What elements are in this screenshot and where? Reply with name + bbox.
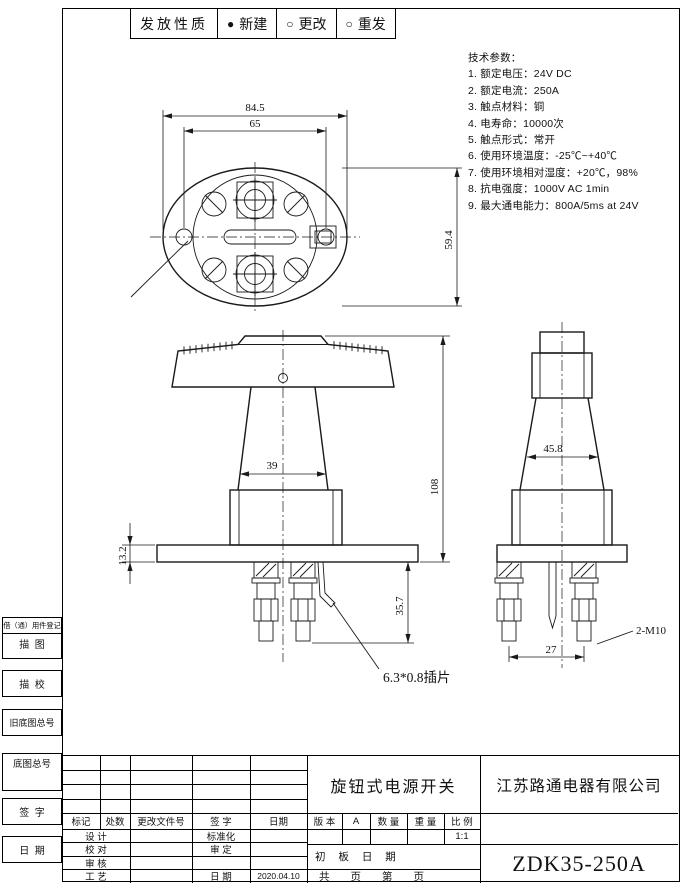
- grid-line: [62, 784, 307, 785]
- role-standard: 标准化: [206, 831, 236, 843]
- tech-params-line: 8. 抗电强度：1000V AC 1min: [468, 183, 610, 196]
- blade-terminal: [317, 561, 336, 608]
- grid-line: [100, 756, 101, 829]
- trace-check-box: 描 校: [2, 670, 62, 697]
- grid-line: [62, 799, 307, 800]
- tech-params-line: 9. 最大通电能力：800A/5ms at 24V: [468, 199, 639, 212]
- top-view: [130, 162, 360, 314]
- grid-line: [370, 813, 371, 844]
- tech-params-line: 2. 额定电流：250A: [468, 84, 560, 97]
- top-view-dimensions: 84.5 65 59.4: [162, 102, 462, 307]
- first-edition-date-label: 初 板 日 期: [315, 851, 401, 863]
- role-process: 工 艺: [85, 872, 107, 883]
- model-number: ZDK35-250A: [512, 850, 646, 876]
- rev-col-sign: 签 字: [210, 817, 232, 828]
- borrow-register-box: 借（通）用件登记: [2, 617, 62, 634]
- release-option-reissue-label: 重发: [357, 15, 386, 32]
- scale-label: 比 例: [451, 817, 473, 828]
- side-view-dimensions: 45.8 27 2-M10: [508, 443, 666, 662]
- scale-value: 1:1: [455, 831, 469, 842]
- dim-stud-length: 35.7: [394, 596, 406, 616]
- tech-params-line: 3. 触点材料：铜: [468, 101, 545, 114]
- side-right-stud: [569, 561, 599, 642]
- release-header: 发放性质 ● 新建 ○ 更改 ○ 重发: [130, 8, 396, 39]
- side-view: [494, 322, 628, 668]
- rev-col-doc-no: 更改文件号: [137, 817, 185, 828]
- dim-flange-thickness: 13.2: [117, 546, 129, 565]
- weight-label: 重 量: [414, 817, 437, 828]
- qty-label: 数 量: [377, 817, 400, 828]
- grid-line: [407, 813, 408, 844]
- title-block: 标记 处数 更改文件号 签 字 日期 设 计 校 对 审 核 工 艺 标准化 审…: [62, 755, 680, 883]
- release-label-cell: 发放性质: [131, 9, 218, 38]
- radio-filled-icon: ●: [227, 16, 235, 31]
- grid-line: [342, 813, 343, 844]
- grid-line: [444, 813, 445, 844]
- release-option-reissue: ○ 重发: [337, 9, 395, 38]
- radio-empty-icon: ○: [286, 16, 294, 31]
- release-option-new: ● 新建: [218, 9, 278, 38]
- version-label: 版 本: [313, 817, 336, 828]
- grid-line: [62, 869, 480, 870]
- tech-params: 技术参数： 1. 额定电压：24V DC 2. 额定电流：250A 3. 触点材…: [468, 50, 639, 214]
- tech-params-line: 5. 触点形式：常开: [468, 134, 556, 147]
- release-option-new-label: 新建: [239, 15, 268, 32]
- side-left-stud: [494, 561, 524, 642]
- role-design: 设 计: [85, 831, 107, 843]
- role-approve: 审 定: [210, 845, 232, 856]
- front-view-dimensions: 39 108 13.2 35.7: [117, 335, 450, 644]
- grid-line: [130, 756, 131, 883]
- role-check: 校 对: [85, 845, 107, 856]
- pages-row: 共 页 第 页: [319, 870, 424, 883]
- trace-draw-box: 描 图: [2, 633, 62, 659]
- release-label: 发放性质: [140, 15, 208, 32]
- grid-line: [62, 770, 307, 771]
- tech-params-line: 6. 使用环境温度：-25℃~+40℃: [468, 150, 618, 163]
- grid-line: [192, 756, 193, 883]
- blade-label: 6.3*0.8插片: [383, 670, 451, 685]
- release-option-change-label: 更改: [298, 15, 327, 32]
- product-name: 旋钮式电源开关: [330, 778, 457, 796]
- grid-line: [62, 829, 480, 830]
- date-box: 日 期: [2, 836, 62, 863]
- dim-height: 59.4: [443, 230, 455, 250]
- grid-line: [62, 842, 307, 843]
- tech-params-line: 7. 使用环境相对湿度：+20℃，98%: [468, 166, 638, 179]
- tech-params-title: 技术参数：: [468, 52, 522, 64]
- old-base-drawing-no-box: 旧底图总号: [2, 709, 62, 736]
- grid-line: [250, 756, 251, 883]
- grid-line: [480, 756, 481, 883]
- role-audit: 审 核: [85, 858, 107, 870]
- tech-params-line: 1. 额定电压：24V DC: [468, 68, 572, 81]
- dim-side-width: 45.8: [543, 443, 563, 455]
- dim-stud-spec: 2-M10: [636, 625, 666, 637]
- tech-params-line: 4. 电寿命：10000次: [468, 117, 564, 130]
- front-left-stud: [251, 561, 281, 642]
- radio-empty-icon: ○: [345, 16, 353, 31]
- company-name: 江苏路通电器有限公司: [496, 777, 662, 795]
- grid-line: [62, 856, 307, 857]
- rev-col-mark: 标记: [71, 817, 91, 828]
- base-drawing-no-box: 底图总号: [2, 753, 62, 791]
- rev-col-count: 处数: [105, 817, 125, 828]
- role-date-label: 日 期: [210, 872, 232, 883]
- dim-knob-dia: 39: [267, 460, 279, 472]
- signature-box: 签 字: [2, 798, 62, 825]
- version-value: A: [352, 815, 360, 827]
- dim-top-width: 84.5: [245, 102, 265, 114]
- knob-knurling: [183, 341, 383, 355]
- front-view: 6.3*0.8插片: [156, 330, 451, 685]
- role-date-value: 2020.04.10: [257, 871, 300, 881]
- dim-inner-width: 65: [250, 118, 262, 130]
- grid-line: [307, 756, 308, 883]
- release-option-change: ○ 更改: [277, 9, 337, 38]
- dim-total-height: 108: [429, 478, 441, 495]
- rev-col-date: 日期: [268, 817, 288, 828]
- dim-stud-pitch: 27: [546, 644, 558, 656]
- front-right-stud: [288, 561, 318, 642]
- grid-line: [307, 844, 678, 845]
